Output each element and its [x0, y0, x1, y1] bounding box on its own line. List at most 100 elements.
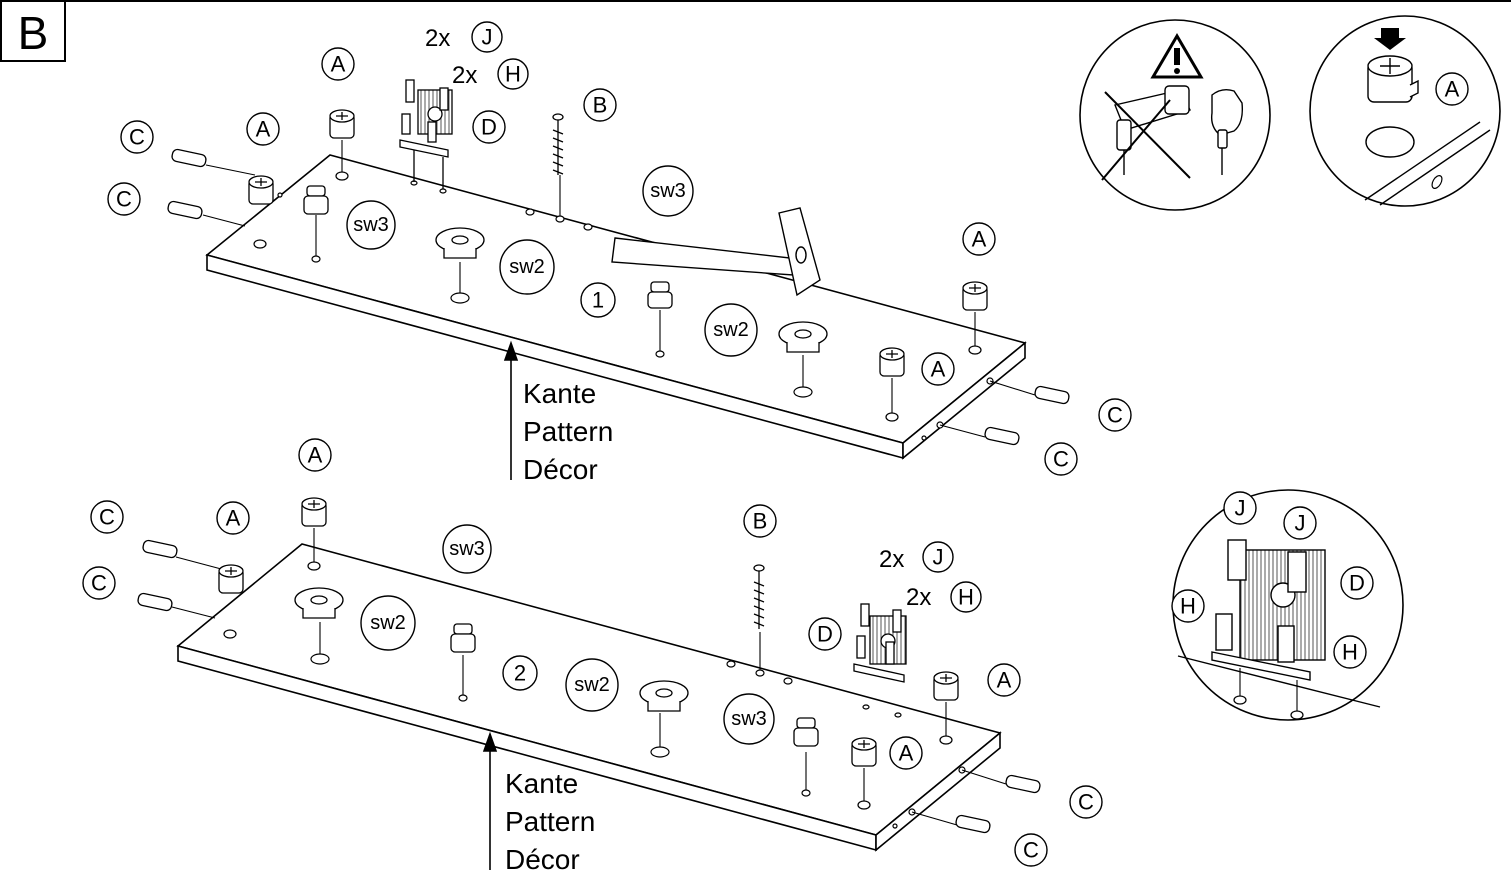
callout-b-text: B [593, 93, 608, 118]
callout-h-text: H [958, 585, 974, 610]
pin-icons-panel-1 [303, 185, 673, 309]
panel-number-badge: 2 [502, 655, 538, 691]
sw2-badge-text: sw2 [509, 256, 545, 278]
edge-arrow-panel-2 [482, 731, 498, 870]
panel-1-texts: 2x 2x Kante Pattern Décor [425, 25, 613, 485]
push-down-arrow-icon [1374, 28, 1406, 50]
callout-j-text: J [1295, 511, 1306, 536]
callout-c-text: C [1023, 838, 1039, 863]
hammer-icon [611, 207, 821, 297]
step-label-box: B [0, 0, 66, 62]
callout-j-text: J [933, 545, 944, 570]
callout-h-text: H [1342, 640, 1358, 665]
callout-h-text: H [1180, 594, 1196, 619]
sw3-badge: sw3 [346, 200, 396, 250]
sw2-badge: sw2 [360, 595, 416, 651]
pin-icons-panel-2 [450, 623, 819, 747]
detail-cam-lock-circle [1309, 15, 1501, 207]
callout-a-text: A [931, 357, 946, 382]
callout-j: J [471, 21, 503, 53]
callout-b-text: B [753, 509, 768, 534]
callout-h: H [1171, 589, 1205, 623]
callout-c-text: C [99, 505, 115, 530]
callout-j: J [1283, 506, 1317, 540]
callout-a: A [921, 352, 955, 386]
callout-c: C [120, 120, 154, 154]
qty-h-panel-1: 2x [452, 62, 477, 89]
warning-triangle-icon [1150, 33, 1204, 79]
dowel-icons-panel-2 [137, 539, 1041, 834]
cam-lock-detail-icon [1367, 55, 1419, 103]
callout-c-text: C [1078, 790, 1094, 815]
callout-a-text: A [256, 117, 271, 142]
panel-2-leaders [171, 528, 1007, 826]
sw3-badge: sw3 [723, 693, 775, 745]
dowel-icons-panel-1 [167, 148, 1070, 446]
callout-a: A [889, 736, 923, 770]
callout-c: C [1098, 398, 1132, 432]
callout-j-text: J [482, 25, 493, 50]
callout-h-text: H [505, 62, 521, 87]
sw2-badge: sw2 [499, 239, 555, 295]
callout-d-text: D [817, 622, 833, 647]
panel-number-badge: 1 [580, 282, 616, 318]
screwdriver-hand-icon [1210, 88, 1244, 175]
callout-c-text: C [129, 125, 145, 150]
callout-h: H [497, 58, 529, 90]
callout-a: A [987, 663, 1021, 697]
bracket-d-icon-panel-1 [399, 79, 453, 189]
callout-b: B [743, 504, 777, 538]
qty-j-panel-1: 2x [425, 25, 450, 52]
prohibition-line-1 [1104, 91, 1191, 179]
cam-lock-icons-panel-1 [248, 109, 988, 377]
callout-d: D [808, 617, 842, 651]
callout-a: A [962, 222, 996, 256]
callout-a: A [246, 112, 280, 146]
edge-label-pattern-2: Pattern [505, 806, 595, 837]
edge-label-decor-1: Décor [523, 454, 598, 485]
power-drill-icon [1114, 85, 1191, 175]
panel-2-texts: 2x 2x Kante Pattern Décor [505, 546, 931, 875]
edge-label-decor-2: Décor [505, 844, 580, 875]
sw2-badge: sw2 [565, 658, 619, 712]
edge-label-kante-1: Kante [523, 378, 596, 409]
callout-c-text: C [116, 187, 132, 212]
callout-c-text: C [1053, 447, 1069, 472]
callout-h: H [1333, 635, 1367, 669]
callout-j: J [1223, 491, 1257, 525]
panel-1-leaders [202, 140, 1036, 438]
socket-icons-panel-1 [435, 227, 828, 353]
callout-a-text: A [899, 741, 914, 766]
sw3-badge-text: sw3 [353, 214, 389, 236]
callout-a: A [1435, 72, 1469, 106]
callout-c-text: C [1107, 403, 1123, 428]
cam-lock-icons-panel-2 [218, 497, 959, 767]
callout-c: C [1069, 785, 1103, 819]
callout-j: J [922, 541, 954, 573]
callout-a-text: A [972, 227, 987, 252]
sw3-badge-text: sw3 [650, 180, 686, 202]
panel-number-badge-text: 1 [592, 288, 604, 313]
bracket-d-icon-panel-2 [853, 603, 907, 683]
socket-icons-panel-2 [294, 587, 689, 712]
callout-a: A [216, 501, 250, 535]
edge-label-pattern-1: Pattern [523, 416, 613, 447]
sw2-badge: sw2 [704, 303, 758, 357]
sw3-badge: sw3 [642, 165, 694, 217]
callout-c: C [90, 500, 124, 534]
callout-c: C [1014, 833, 1048, 867]
sw3-badge: sw3 [442, 524, 492, 574]
callout-d-text: D [1349, 571, 1365, 596]
callout-a-text: A [226, 506, 241, 531]
step-letter: B [18, 7, 49, 59]
panel-2-holes [223, 561, 966, 829]
callout-a-text: A [997, 668, 1012, 693]
detail-warning-circle [1079, 19, 1271, 211]
panel-number-badge-text: 2 [514, 661, 526, 686]
callout-a: A [321, 47, 355, 81]
callout-b: B [583, 88, 617, 122]
prohibition-line-2 [1101, 99, 1171, 181]
callout-c: C [1044, 442, 1078, 476]
